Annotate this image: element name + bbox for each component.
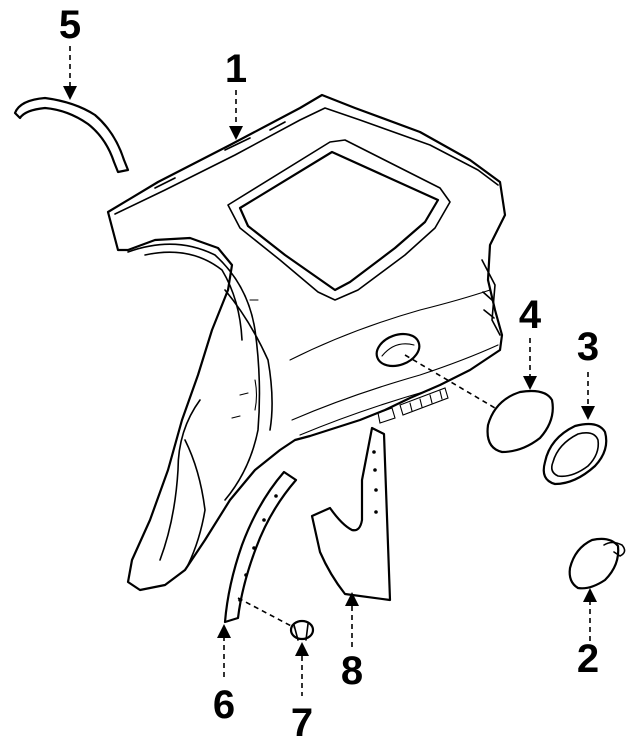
wheel-arch-liner: [223, 470, 298, 624]
callout-1: 1: [225, 47, 247, 91]
leader-8: [345, 592, 359, 648]
callout-8: 8: [341, 649, 363, 693]
callout-4: 4: [519, 293, 542, 337]
callout-5: 5: [59, 3, 81, 47]
callout-6: 6: [213, 683, 235, 727]
clip-assembly-line: [237, 597, 296, 629]
roof-molding: [13, 96, 130, 174]
mud-flap: [310, 426, 392, 602]
fuel-door: [486, 389, 554, 454]
leader-1: [229, 90, 243, 140]
push-clip: [289, 619, 315, 641]
fuel-door-housing: [568, 537, 626, 590]
callout-3: 3: [577, 325, 599, 369]
leader-5: [63, 46, 77, 100]
quarter-panel: [106, 93, 507, 592]
leader-3: [581, 372, 595, 420]
leader-2: [583, 588, 597, 642]
callout-7: 7: [291, 701, 313, 745]
leader-4: [523, 338, 537, 390]
callout-2: 2: [577, 637, 599, 681]
fuel-door-reinforcement: [542, 422, 608, 486]
leader-6: [217, 624, 231, 680]
leader-7: [295, 642, 309, 696]
